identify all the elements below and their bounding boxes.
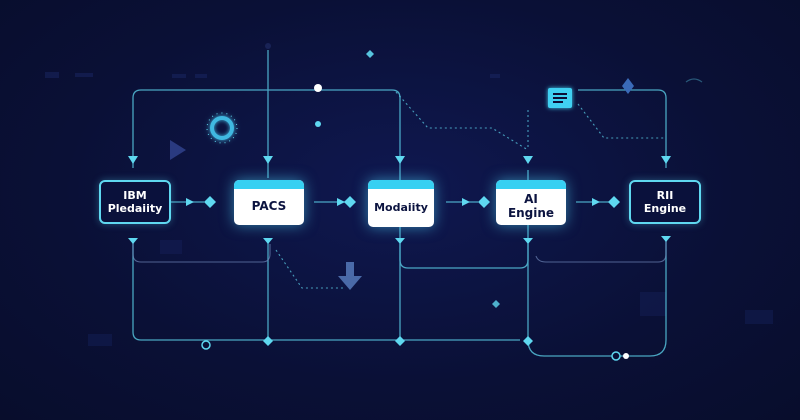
arrow-tick	[523, 238, 533, 244]
bg-block	[745, 310, 773, 324]
bg-dash	[45, 72, 59, 78]
junction-dot	[315, 121, 321, 127]
node-pacs[interactable]: PACS	[234, 180, 304, 225]
wire-modality-ai-bottom	[399, 244, 529, 269]
diamond-icon	[263, 336, 273, 346]
wire-top-right	[578, 89, 667, 168]
arrow-right	[462, 198, 470, 206]
dotted-doc-to-rii	[577, 103, 664, 139]
diamond-connectors	[204, 50, 634, 346]
bg-block	[88, 334, 112, 346]
dim-connectors	[132, 238, 667, 263]
diamond-icon	[395, 336, 405, 346]
node-modality-label: Modaiity	[374, 200, 428, 214]
arrow-right	[592, 198, 600, 206]
arrow-right	[337, 198, 345, 206]
arrow-into-ai	[523, 156, 533, 164]
arrowheads	[128, 156, 671, 244]
arrow-tick	[263, 238, 273, 244]
diamond-icon	[344, 196, 356, 208]
node-rii-line1: RII	[656, 189, 674, 202]
arrow-right	[186, 198, 194, 206]
wire-bottom-loop	[132, 238, 520, 341]
wire-top-left	[132, 89, 401, 178]
arrow-tick	[661, 236, 671, 242]
diamond-icon	[366, 50, 374, 58]
node-ai-line1: AI	[524, 191, 538, 206]
dotted-pacs-to-arrow	[275, 249, 344, 289]
node-ibm-line2: Pledaiity	[107, 202, 163, 215]
node-pacs-header	[234, 180, 304, 189]
arrow-tick	[128, 238, 138, 244]
node-rii-engine[interactable]: RII Engine	[629, 180, 701, 224]
node-modality[interactable]: Modaiity	[368, 180, 434, 227]
wire-ai-rii-return	[527, 170, 667, 357]
bg-dot	[265, 43, 271, 49]
background-decorations	[45, 43, 773, 346]
diamond-icon	[622, 78, 634, 94]
node-pacs-label: PACS	[251, 198, 287, 213]
node-rii-line2: Engine	[643, 202, 687, 215]
wire-ibm-pacs-bottom	[132, 238, 271, 263]
solid-connectors	[132, 50, 667, 357]
junction-dots	[201, 84, 629, 361]
dotted-connectors	[275, 91, 664, 289]
diamond-icon	[523, 336, 533, 346]
bg-dash	[172, 74, 186, 78]
document-icon	[548, 88, 572, 108]
diamond-icon	[492, 300, 500, 308]
node-ai-header	[496, 180, 566, 189]
play-icon	[170, 140, 186, 160]
node-ibm-line1: IBM	[123, 189, 147, 202]
diamond-icon	[204, 196, 216, 208]
dotted-top-diagonal	[395, 91, 529, 151]
arrow-into-rii	[661, 156, 671, 164]
node-modality-header	[368, 180, 434, 189]
bg-dash	[75, 73, 93, 77]
arrow-tick	[395, 238, 405, 244]
node-ai-engine[interactable]: AI Engine	[496, 180, 566, 225]
arrow-into-modality	[395, 156, 405, 164]
arrow-into-pacs	[263, 156, 273, 164]
diamond-icon	[478, 196, 490, 208]
node-ibm[interactable]: IBM Pledaiity	[99, 180, 171, 224]
down-arrow-icon	[338, 262, 362, 290]
arrow-into-ibm	[128, 156, 138, 164]
junction-dot	[314, 84, 322, 92]
bg-block	[640, 292, 666, 316]
wire-ai-rii-bottom	[535, 240, 667, 263]
ring-icon	[206, 112, 238, 144]
bg-arc	[685, 78, 703, 83]
diamond-icon	[608, 196, 620, 208]
bg-dash	[490, 74, 500, 78]
junction-dot	[623, 353, 629, 359]
bg-block	[160, 240, 182, 254]
bg-dash	[195, 74, 207, 78]
node-ai-line2: Engine	[507, 205, 555, 220]
junction-dot	[201, 340, 211, 350]
junction-dot	[611, 351, 621, 361]
